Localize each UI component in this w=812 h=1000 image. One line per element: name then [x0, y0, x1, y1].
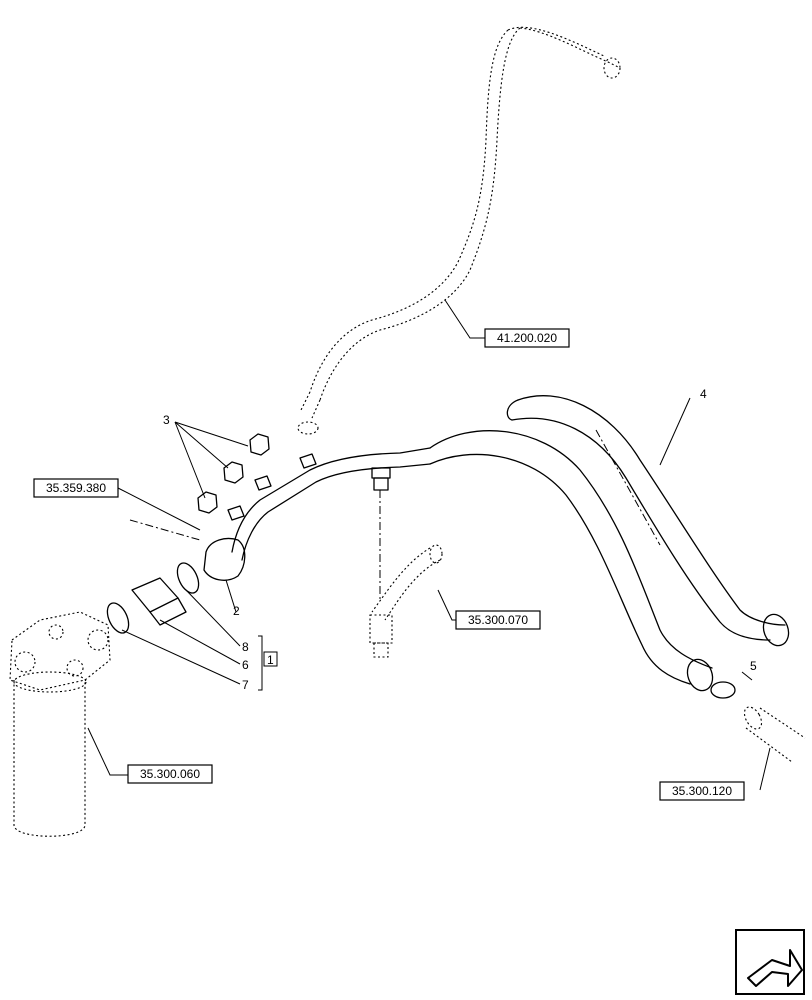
ref-box-35-300-060[interactable]: 35.300.060	[127, 764, 213, 784]
ref-label-41-200-020: 41.200.020	[497, 331, 557, 345]
ref-label-35-359-380: 35.359.380	[46, 481, 106, 495]
center-lines	[129, 429, 661, 600]
callout-8: 8	[242, 640, 249, 654]
phantom-lower-fitting	[369, 544, 443, 658]
callout-4: 4	[700, 387, 707, 401]
phantom-filter-assembly	[9, 611, 111, 837]
ref-box-35-300-070[interactable]: 35.300.070	[455, 610, 541, 630]
phantom-hose-end	[743, 706, 806, 763]
phantom-upper-hose	[297, 26, 621, 435]
ref-label-35-300-060: 35.300.060	[140, 767, 200, 781]
leader-lines	[87, 299, 771, 791]
callout-numbers: 3 4 5 2 8 6 7 1	[163, 387, 757, 692]
nut-group	[197, 433, 270, 514]
callout-1: 1	[267, 653, 274, 667]
callout-1-box	[263, 651, 278, 667]
ref-box-41-200-020[interactable]: 41.200.020	[484, 328, 570, 348]
next-page-arrow-icon[interactable]	[735, 929, 805, 995]
flexible-hose	[429, 395, 790, 699]
callout-2: 2	[233, 604, 240, 618]
adapter-and-orings	[106, 562, 200, 634]
rigid-tube-assembly	[203, 447, 431, 581]
callout-3: 3	[163, 413, 170, 427]
ref-label-35-300-070: 35.300.070	[468, 613, 528, 627]
ref-box-35-300-120[interactable]: 35.300.120	[659, 781, 745, 801]
callout-6: 6	[242, 658, 249, 672]
callout-5: 5	[750, 659, 757, 673]
ref-box-35-359-380[interactable]: 35.359.380	[33, 478, 119, 498]
callout-7: 7	[242, 678, 249, 692]
ref-label-35-300-120: 35.300.120	[672, 784, 732, 798]
